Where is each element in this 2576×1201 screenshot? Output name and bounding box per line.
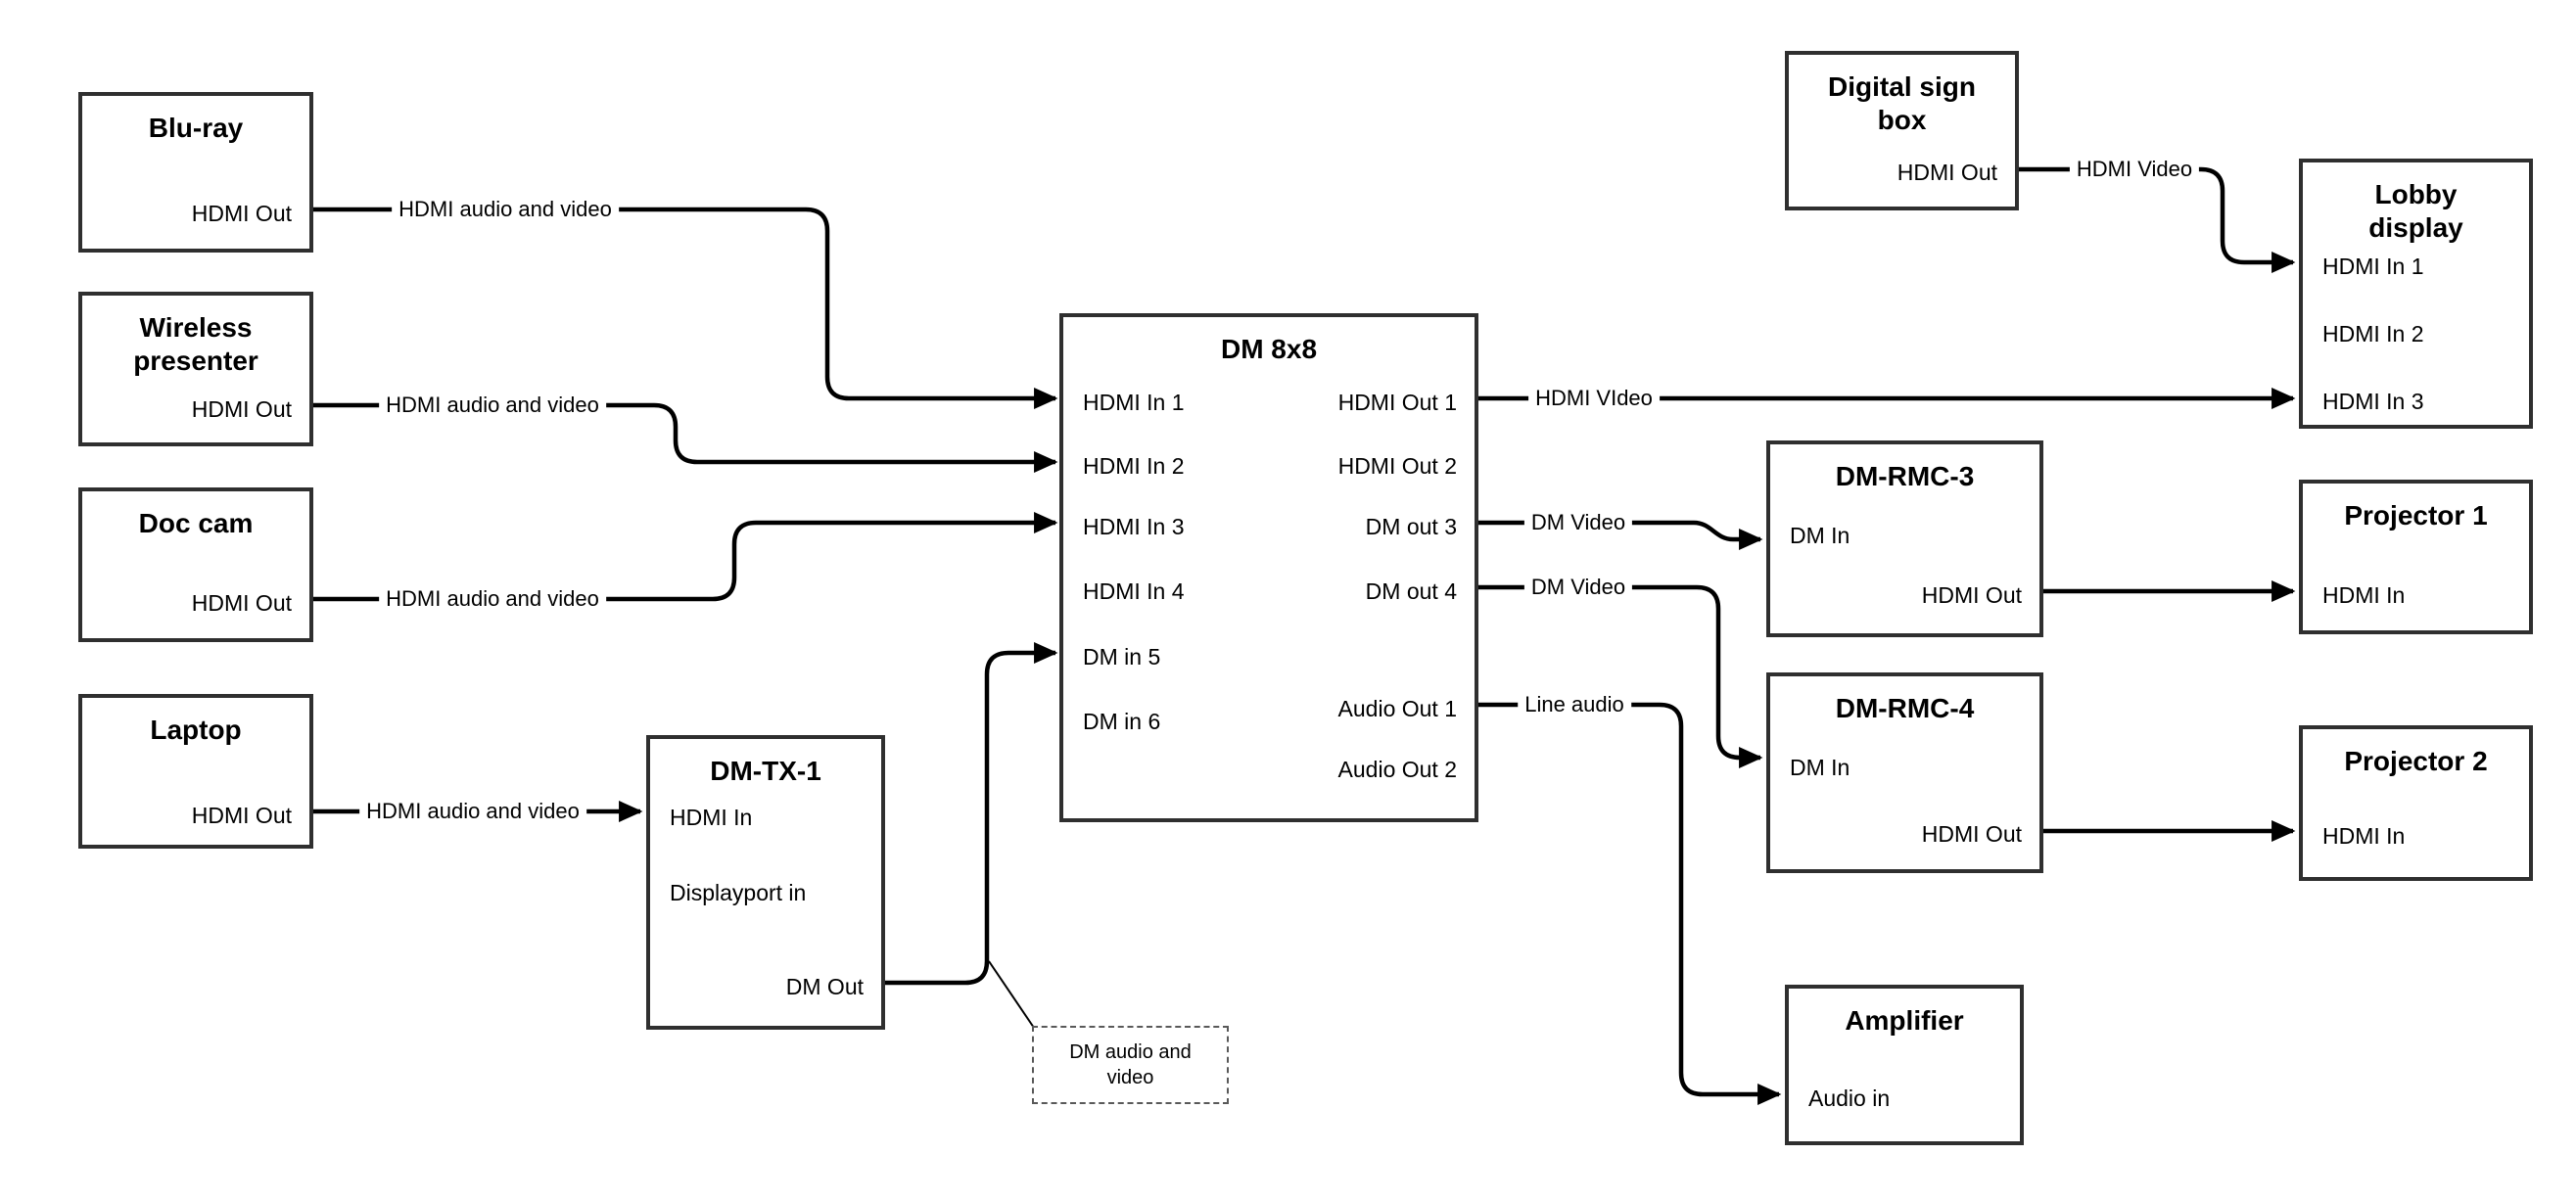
port-dm-out: DM Out [785,974,864,999]
box-title: DM-RMC-4 [1835,693,1975,723]
wire-dm8x8-out4-to-rmc4 [1478,584,1763,768]
wire-label-hdmi-audio-video-laptop: HDMI audio and video [359,798,586,825]
wire-doccam-to-dm8x8-in3 [313,512,1058,602]
device-box-dm-rmc-4: DM-RMC-4 DM In HDMI Out [1766,672,2043,873]
box-title: Digital sign box [1828,71,1976,135]
port-dm-out-4: DM out 4 [1365,578,1457,604]
note-dm-audio-and-video: DM audio and video [1032,1026,1229,1104]
device-box-projector-1: Projector 1 HDMI In [2299,480,2533,634]
port-hdmi-out: HDMI Out [191,590,292,616]
port-hdmi-out: HDMI Out [191,803,292,828]
port-dm-in: DM In [1790,523,1850,548]
note-leader-line [988,960,1035,1029]
port-hdmi-in: HDMI In [670,805,753,830]
wire-dmtx1-to-dm8x8-in5 [885,642,1058,986]
port-dm-in: DM In [1790,755,1850,780]
wire-label-hdmi-audio-video-wireless: HDMI audio and video [379,392,606,419]
port-hdmi-in: HDMI In [2322,823,2406,849]
device-box-laptop: Laptop HDMI Out [78,694,313,849]
device-box-lobby-display: Lobby display HDMI In 1 HDMI In 2 HDMI I… [2299,159,2533,429]
wire-label-hdmi-audio-video-bluray: HDMI audio and video [392,196,619,223]
wire-dm8x8-audio1-to-amplifier [1478,702,1782,1105]
wire-label-dm-video-out3: DM Video [1523,509,1633,536]
box-title: Wireless presenter [133,312,258,376]
port-dm-out-3: DM out 3 [1365,514,1457,539]
wire-digitalsign-to-lobby-in1 [2019,166,2296,273]
device-box-dm-rmc-3: DM-RMC-3 DM In HDMI Out [1766,440,2043,637]
box-title: Projector 1 [2344,500,2488,531]
port-hdmi-out: HDMI Out [1921,821,2022,847]
wire-wireless-to-dm8x8-in2 [313,402,1058,473]
box-title: Laptop [150,715,242,745]
device-box-amplifier: Amplifier Audio in [1785,985,2024,1145]
wire-bluray-to-dm8x8-in1 [313,207,1058,409]
box-title: Amplifier [1845,1005,1964,1036]
device-box-wireless-presenter: Wireless presenter HDMI Out [78,292,313,446]
box-title: DM-RMC-3 [1835,461,1975,491]
port-hdmi-in-1: HDMI In 1 [2322,254,2424,279]
device-box-projector-2: Projector 2 HDMI In [2299,725,2533,881]
port-hdmi-in-4: HDMI In 4 [1083,578,1185,604]
port-hdmi-in-3: HDMI In 3 [1083,514,1185,539]
box-title: Doc cam [138,508,254,538]
port-hdmi-out-1: HDMI Out 1 [1337,390,1457,415]
device-box-bluray: Blu-ray HDMI Out [78,92,313,253]
port-hdmi-in-1: HDMI In 1 [1083,390,1185,415]
box-title: Blu-ray [148,113,244,143]
wire-label-line-audio: Line audio [1518,691,1631,718]
wire-label-dm-video-out4: DM Video [1523,574,1633,601]
device-box-dm-8x8: DM 8x8 HDMI In 1 HDMI In 2 HDMI In 3 HDM… [1059,313,1478,822]
device-box-digital-sign-box: Digital sign box HDMI Out [1785,51,2019,210]
port-dm-in-6: DM in 6 [1083,709,1161,734]
port-audio-out-2: Audio Out 2 [1337,757,1457,782]
port-hdmi-in-2: HDMI In 2 [1083,453,1185,479]
port-hdmi-out: HDMI Out [1897,160,1997,185]
port-hdmi-out-2: HDMI Out 2 [1337,453,1457,479]
box-title: Projector 2 [2344,746,2488,776]
wire-dm8x8-out3-to-rmc3 [1478,520,1763,550]
box-title: Lobby display [2368,179,2463,243]
port-dm-in-5: DM in 5 [1083,644,1161,670]
port-hdmi-out: HDMI Out [191,396,292,422]
port-hdmi-in: HDMI In [2322,582,2406,608]
device-box-doc-cam: Doc cam HDMI Out [78,487,313,642]
wire-label-hdmi-video-sign: HDMI Video [2069,156,2200,183]
wire-label-hdmi-video-out1: HDMI VIdeo [1528,385,1660,412]
wire-label-hdmi-audio-video-doccam: HDMI audio and video [379,585,606,613]
port-hdmi-in-2: HDMI In 2 [2322,321,2424,346]
port-hdmi-in-3: HDMI In 3 [2322,389,2424,414]
port-hdmi-out: HDMI Out [191,201,292,226]
box-title: DM 8x8 [1220,334,1318,364]
box-title: DM-TX-1 [710,756,821,786]
port-audio-out-1: Audio Out 1 [1337,696,1457,721]
port-audio-in: Audio in [1808,1086,1891,1111]
port-displayport-in: Displayport in [670,880,807,905]
port-hdmi-out: HDMI Out [1921,582,2022,608]
device-box-dm-tx-1: DM-TX-1 HDMI In Displayport in DM Out [646,735,885,1030]
